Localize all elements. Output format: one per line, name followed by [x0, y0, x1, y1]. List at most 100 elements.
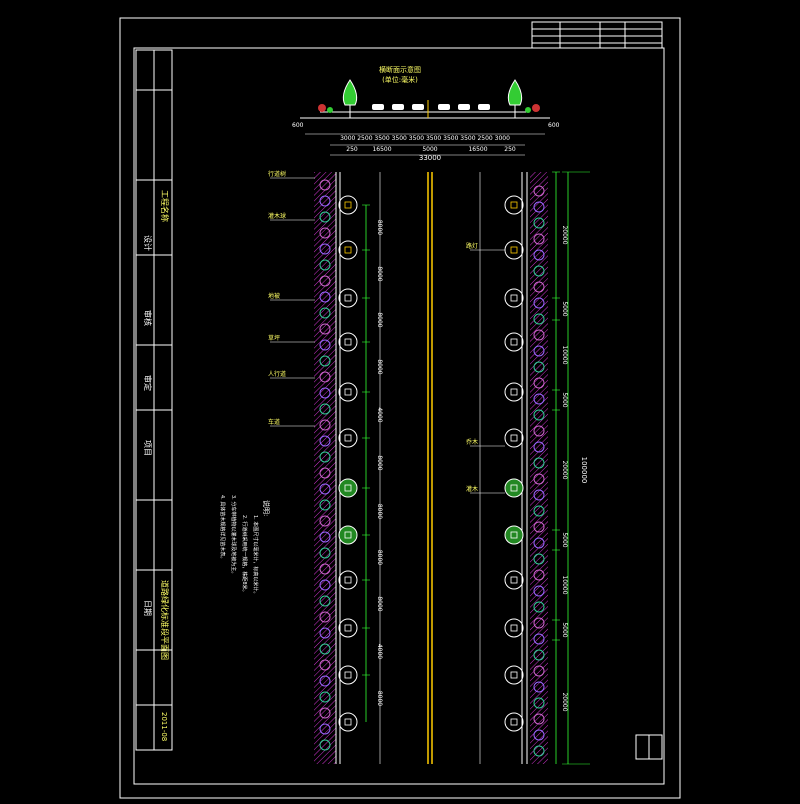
shrub-icon: [533, 633, 545, 645]
right-callouts: 路灯 乔木 灌木: [466, 242, 505, 494]
shrub-icon: [533, 425, 545, 437]
shrub-icon: [533, 505, 545, 517]
spacing-dim-label: 8000: [376, 455, 383, 470]
section-caption-2: (单位:毫米): [382, 75, 418, 84]
strip-label-4: 项目: [143, 440, 152, 456]
tree-icon: [338, 570, 358, 590]
left-tree-row: [338, 195, 358, 732]
shrub-icon: [533, 585, 545, 597]
section-total-mid-left: 16500: [372, 146, 391, 153]
spacing-dim-label: 8000: [376, 691, 383, 706]
shrub-icon: [319, 595, 331, 607]
shrub-icon: [319, 563, 331, 575]
shrub-icon: [533, 409, 545, 421]
shrub-icon: [533, 649, 545, 661]
tree-icon: [338, 332, 358, 352]
shrub-icon: [533, 617, 545, 629]
tree-icon: [504, 570, 524, 590]
tree-icon: [504, 428, 524, 448]
strip-label-5: 日期: [143, 600, 152, 616]
section-tree-left: [342, 79, 358, 106]
label-sidewalk: 人行道: [268, 370, 286, 378]
tree-pit-icon: [344, 294, 352, 302]
shrub-icon: [533, 697, 545, 709]
spacing-dim-label: 8000: [376, 266, 383, 281]
tree-icon: [338, 288, 358, 308]
tree-icon: [338, 618, 358, 638]
shrub-icon: [319, 627, 331, 639]
drawing-title: 道路绿化标准段平面图: [160, 580, 170, 660]
strip-label-1: 设计: [143, 235, 153, 251]
tree-pit-icon: [510, 624, 518, 632]
revision-table: [531, 21, 663, 49]
tree-pit-icon: [510, 671, 518, 679]
note-line-2: 2. 行道树采用统一规格，株距8米。: [241, 515, 248, 595]
drawing-number: 2011-08: [160, 712, 168, 741]
spacing-dim-label: 4000: [376, 644, 383, 659]
tree-icon: [338, 712, 358, 732]
shrub-icon: [533, 553, 545, 565]
tree-pit-icon: [510, 338, 518, 346]
spacing-dim-label: 10000: [561, 575, 568, 594]
shrub-icon: [533, 569, 545, 581]
shrub-icon: [319, 227, 331, 239]
tree-pit-icon: [344, 718, 352, 726]
shrub-icon: [319, 355, 331, 367]
tree-icon: [338, 382, 358, 402]
spacing-dim-label: 8000: [376, 504, 383, 519]
shrub-icon: [319, 179, 331, 191]
shrub-icon: [533, 601, 545, 613]
shrub-icon: [533, 281, 545, 293]
section-total-center: 5000: [422, 146, 437, 153]
tree-icon: [504, 712, 524, 732]
tree-pit-icon: [510, 388, 518, 396]
shrub-icon: [319, 531, 331, 543]
shrub-icon: [533, 393, 545, 405]
tree-pit-icon: [344, 246, 352, 254]
spacing-dim-label: 5000: [561, 301, 568, 316]
spacing-dim-label: 8000: [376, 312, 383, 327]
label-shrub-ball: 灌木球: [268, 212, 286, 220]
shrub-icon: [319, 611, 331, 623]
shrub-icon: [319, 579, 331, 591]
spacing-dim-label: 5000: [561, 532, 568, 547]
tree-pit-icon: [344, 338, 352, 346]
shrub-icon: [533, 297, 545, 309]
shrub-icon: [319, 467, 331, 479]
shrub-icon: [533, 681, 545, 693]
section-total-mid-right: 16500: [468, 146, 487, 153]
shrub-icon: [319, 451, 331, 463]
label-arbor: 乔木: [466, 438, 478, 446]
spacing-dim-label: 4000: [376, 407, 383, 422]
section-total-left: 250: [346, 146, 358, 153]
tree-pit-icon: [344, 671, 352, 679]
section-overall-width: 33000: [419, 154, 441, 162]
tree-pit-icon: [510, 484, 518, 492]
left-spacing-dims: 8000800080008000400080008000800080004000…: [362, 204, 383, 722]
section-segment-dims: 3000 2500 3500 3500 3500 3500 3500 3500 …: [340, 135, 510, 142]
tree-icon: [338, 478, 358, 498]
shrub-icon: [533, 217, 545, 229]
tree-pit-icon: [344, 531, 352, 539]
tree-pit-icon: [344, 201, 352, 209]
section-total-right: 250: [504, 146, 516, 153]
shrub-icon: [319, 371, 331, 383]
shrub-icon: [319, 195, 331, 207]
strip-label-3: 审定: [143, 375, 153, 391]
plan-view: 100000 行道树 灌木球 地被 草坪 人行道 车道 路灯 乔木 灌木 说明:: [219, 170, 590, 765]
shrub-icon: [319, 243, 331, 255]
shrub-icon: [533, 361, 545, 373]
tree-icon: [504, 195, 524, 215]
shrub-icon: [533, 521, 545, 533]
spacing-dim-label: 20000: [561, 692, 568, 711]
shrub-icon: [319, 515, 331, 527]
tree-pit-icon: [344, 484, 352, 492]
shrub-icon: [533, 233, 545, 245]
shrub-icon: [533, 473, 545, 485]
spacing-dim-label: 8000: [376, 550, 383, 565]
inner-frame: [133, 47, 665, 785]
tree-icon: [504, 332, 524, 352]
label-lawn: 草坪: [268, 334, 280, 342]
shrub-icon: [533, 537, 545, 549]
